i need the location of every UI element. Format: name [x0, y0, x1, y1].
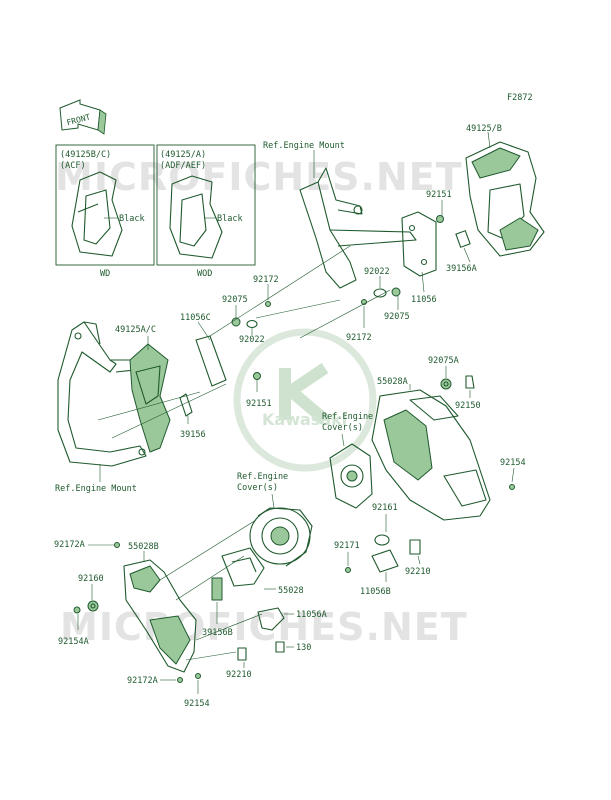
label-11056c: 11056C [180, 313, 211, 323]
inset-box-wod: (49125/A) (ADF/AEF) Black WOD [156, 144, 256, 279]
label-49125-b: 49125/B [466, 124, 502, 134]
pad-39156a: 39156A [446, 230, 477, 274]
fastener-92075a-92150: 92075A 92150 [428, 356, 481, 411]
cover-55028a: 55028A [371, 377, 491, 521]
label-92171: 92171 [334, 541, 360, 551]
inset-wod-color: Black [217, 214, 243, 224]
fastener-cluster-right-lower: 92161 92171 11056B 92210 [334, 503, 431, 597]
inset-wd-caption: WD [100, 269, 110, 279]
engine-mount-frame-left: Ref.Engine Mount [55, 321, 147, 494]
cowl-49125-b: 49125/B [465, 124, 545, 257]
label-92075-mid: 92075 [384, 312, 410, 322]
engine-mount-bracket-upper: Ref.Engine Mount [263, 141, 417, 289]
brand-watermark-text: Kawasaki [262, 410, 347, 429]
inset-wod-variant: (ADF/AEF) [160, 161, 206, 171]
fastener-cluster-upper-left: 92172 92075 11056C 92022 92151 [180, 275, 279, 409]
brand-logo-watermark: Kawasaki [233, 328, 377, 472]
engine-cover-ref-1: Ref.Engine Cover(s) [322, 412, 373, 509]
inset-wd-part: (49125B/C) [60, 150, 111, 160]
inset-wod-caption: WOD [197, 269, 212, 279]
label-92075-upper: 92075 [222, 295, 248, 305]
label-92150: 92150 [455, 401, 481, 411]
label-92154-bottom: 92154 [184, 699, 210, 709]
label-92075a: 92075A [428, 356, 459, 366]
label-92151-left: 92151 [246, 399, 272, 409]
label-92154a: 92154A [58, 637, 89, 647]
label-92172a-bottom: 92172A [127, 676, 158, 686]
label-55028a: 55028A [377, 377, 408, 387]
label-92210-bottom: 92210 [226, 670, 252, 680]
fastener-cluster-bottom: 11056A 130 92210 92172A 92154 [127, 607, 327, 709]
label-130: 130 [296, 643, 311, 653]
watermark-bottom: MICROFICHES.NET [60, 605, 468, 649]
label-92172-upper: 92172 [253, 275, 279, 285]
label-92172-mid: 92172 [346, 333, 372, 343]
bolt-92154-right: 92154 [500, 458, 526, 490]
figure-code: F2872 [507, 93, 533, 103]
watermark-top: MICROFICHES.NET [55, 155, 463, 199]
label-92154-right: 92154 [500, 458, 526, 468]
label-92161: 92161 [372, 503, 398, 513]
ref-engine-cover-2b: Cover(s) [237, 483, 278, 493]
ref-engine-mount-left: Ref.Engine Mount [55, 484, 137, 494]
label-92172a-top: 92172A [54, 540, 85, 550]
label-11056a: 11056A [296, 610, 327, 620]
inset-wd-color: Black [119, 214, 145, 224]
ref-engine-cover-2a: Ref.Engine [237, 472, 288, 482]
label-39156a: 39156A [446, 264, 477, 274]
label-92210-right: 92210 [405, 567, 431, 577]
label-92022-upper: 92022 [239, 335, 265, 345]
bolt-92151-top: 92151 [426, 190, 452, 223]
fastener-cluster-lower-left: 92172A 92160 92154A [54, 540, 120, 647]
label-92160: 92160 [78, 574, 104, 584]
cowl-49125-ac: 49125A/C [115, 325, 171, 453]
bracket-plate-upper-right [401, 211, 437, 277]
front-arrow-icon: FRONT [59, 99, 107, 135]
label-39156: 39156 [180, 430, 206, 440]
label-92151-top: 92151 [426, 190, 452, 200]
ref-engine-cover-1b: Cover(s) [322, 423, 363, 433]
inset-box-wd: (49125B/C) (ACF) Black WD [55, 144, 155, 279]
label-55028b: 55028B [128, 542, 159, 552]
inset-wd-variant: (ACF) [60, 161, 86, 171]
fastener-cluster-mid: 92022 92075 11056 92172 [346, 267, 437, 343]
label-11056b: 11056B [360, 587, 391, 597]
ref-engine-mount-top: Ref.Engine Mount [263, 141, 345, 151]
pad-39156: 39156 [179, 393, 206, 440]
label-49125-ac: 49125A/C [115, 325, 156, 335]
cover-55028b: 55028B [123, 542, 197, 673]
label-39156b: 39156B [202, 628, 233, 638]
inset-wod-part: (49125/A) [160, 150, 206, 160]
label-55028: 55028 [278, 586, 304, 596]
label-92022-mid: 92022 [364, 267, 390, 277]
cover-55028: 55028 39156B [202, 547, 304, 638]
label-11056: 11056 [411, 295, 437, 305]
ref-engine-cover-1a: Ref.Engine [322, 412, 373, 422]
engine-cover-ref-2: Ref.Engine Cover(s) [237, 472, 313, 567]
